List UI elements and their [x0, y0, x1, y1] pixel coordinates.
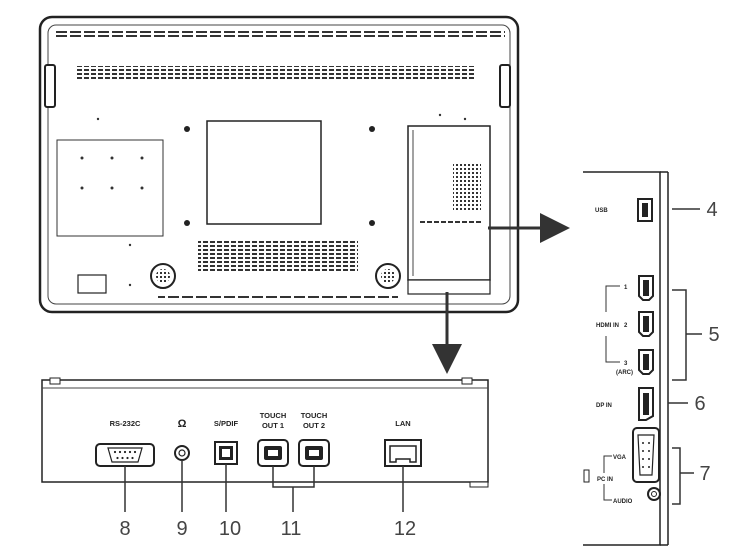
bottom-connector-bar: [407, 279, 491, 295]
headphone-jack: [174, 445, 190, 461]
spdif-port: [214, 441, 238, 465]
touch-out-1-label-line1: TOUCH: [260, 411, 287, 420]
callout-6: 6: [694, 393, 705, 415]
audio-label: AUDIO: [613, 499, 633, 505]
lan-label: LAN: [395, 419, 410, 428]
left-plate: [56, 139, 164, 237]
connector-block-vent: [453, 162, 481, 212]
touch-out-2-label-line1: TOUCH: [301, 411, 328, 420]
left-handle: [44, 64, 56, 108]
headphone-icon: Ω: [178, 418, 187, 430]
touch-out-2-label-line2: OUT 2: [303, 421, 325, 430]
audio-jack: [647, 487, 661, 501]
hdmi-in-label: HDMI IN: [596, 323, 619, 329]
touch-out-1-port: [257, 439, 289, 467]
hdmi-2-label: 2: [624, 323, 628, 329]
right-speaker: [375, 263, 401, 289]
lan-port: [384, 439, 422, 467]
side-connector-panel: [583, 171, 702, 546]
usb-label: USB: [595, 208, 608, 214]
upper-vent: [77, 66, 475, 81]
callout-4: 4: [706, 199, 717, 221]
right-handle: [499, 64, 511, 108]
left-speaker: [150, 263, 176, 289]
pc-in-label: PC IN: [597, 477, 613, 483]
vga-port: [632, 427, 660, 483]
rs232c-port: [95, 443, 155, 467]
callout-7: 7: [699, 463, 710, 485]
bottom-connector-panel: [41, 377, 489, 512]
touch-out-2-port: [298, 439, 330, 467]
vesa-plate: [206, 120, 322, 225]
callout-11: 11: [281, 518, 302, 540]
bottom-slot-row: [158, 296, 398, 300]
top-slot-row: [55, 31, 505, 37]
tv-inner-frame: [47, 24, 511, 305]
hdmi-3-label: 3: [624, 361, 628, 367]
callout-10: 10: [219, 518, 241, 540]
screw-holes: [184, 126, 375, 226]
dp-port: [638, 387, 654, 421]
arc-label: (ARC): [616, 370, 633, 376]
hdmi-2-port: [638, 311, 654, 337]
spdif-label: S/PDIF: [214, 419, 239, 428]
touch-out-1-label-line2: OUT 1: [262, 421, 284, 430]
lower-vent: [198, 241, 358, 271]
power-inlet: [77, 274, 107, 294]
callout-9: 9: [176, 518, 187, 540]
tv-back-view: [38, 15, 520, 314]
callout-12: 12: [394, 518, 416, 540]
hdmi-3-port: [638, 349, 654, 375]
dp-in-label: DP IN: [596, 403, 612, 409]
rs232c-label: RS-232C: [110, 419, 141, 428]
hdmi-1-label: 1: [624, 285, 628, 291]
callout-8: 8: [119, 518, 130, 540]
usb-port: [637, 198, 653, 222]
callout-5: 5: [708, 324, 719, 346]
hdmi-1-port: [638, 275, 654, 301]
vga-label: VGA: [613, 455, 627, 461]
